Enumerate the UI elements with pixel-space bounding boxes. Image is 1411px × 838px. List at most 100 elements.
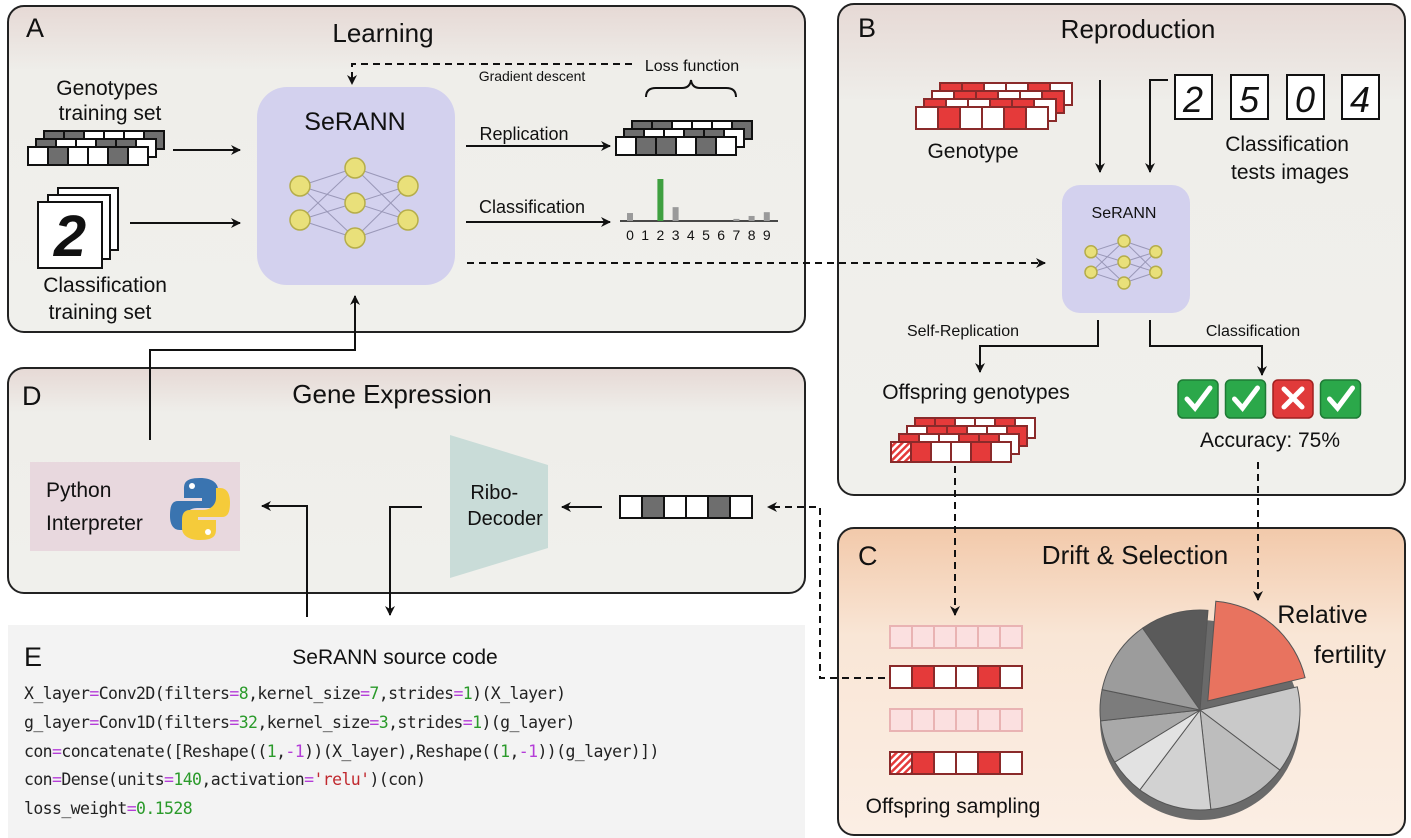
class-digit-label: 9 (763, 227, 771, 243)
loss-function-label: Loss function (645, 58, 739, 75)
code-token: g_layer (24, 712, 90, 732)
check-icon (1177, 379, 1219, 419)
input-genotype (619, 495, 753, 519)
panel-b-letter: B (858, 13, 876, 43)
gene-cell (959, 106, 983, 130)
code-token: ))(X_layer),Reshape(( (304, 741, 501, 761)
code-token: -1 (285, 741, 305, 761)
pie-slice (1199, 708, 1281, 810)
neuron-node (1149, 245, 1163, 259)
source-code-block: X_layer=Conv2D(filters=8,kernel_size=7,s… (24, 680, 659, 824)
code-token: = (304, 770, 314, 790)
arrow-self-replication (975, 320, 1099, 373)
code-token: loss_weight (24, 799, 127, 819)
class-score-bar (657, 179, 664, 221)
gene-cell (955, 708, 979, 732)
gene-cell (655, 136, 677, 156)
loss-brace (645, 79, 737, 98)
gene-cell (915, 106, 939, 130)
code-line: g_layer=Conv1D(filters=32,kernel_size=3,… (24, 709, 659, 738)
code-token: 32 (238, 712, 258, 732)
class-score-bar (672, 207, 679, 221)
gene-cell (977, 665, 1001, 689)
test-digit: 5 (1239, 79, 1260, 120)
class-score-bar (763, 212, 770, 221)
gene-cell (729, 495, 753, 519)
serann-small-title: SeRANN (1092, 205, 1157, 222)
neuron-node (289, 209, 311, 231)
offspring-genotypes-label: Offspring genotypes (882, 381, 1070, 404)
gene-cell (970, 441, 992, 463)
gene-cell (685, 495, 709, 519)
code-token: 140 (173, 770, 202, 790)
gene-cell (87, 146, 109, 166)
code-token: ,kernel_size (248, 684, 361, 703)
class-digit-label: 0 (626, 227, 634, 243)
gene-cell (911, 625, 935, 649)
test-digit: 0 (1295, 79, 1315, 120)
gene-cell (990, 441, 1012, 463)
offspring-sampling-rows (889, 625, 1023, 775)
accuracy-label: Accuracy: 75% (1200, 429, 1340, 452)
arrow-tests-to-serann (1145, 79, 1168, 173)
code-token: 1 (266, 741, 277, 761)
code-token: , (276, 741, 286, 761)
class-digit-label: 2 (657, 227, 665, 243)
panel-d-letter: D (22, 381, 42, 411)
gene-cell (663, 495, 687, 519)
classification-tests-label: Classification tests images (1225, 133, 1355, 184)
gene-cell (999, 665, 1023, 689)
python-interpreter-label: Python Interpreter (46, 479, 143, 535)
panel-b-title: Reproduction (1061, 14, 1216, 44)
code-token: = (229, 684, 239, 703)
gene-cell (933, 708, 957, 732)
code-token: Conv1D(filters (98, 712, 230, 732)
gene-cell (635, 136, 657, 156)
ribo-decoder-shape (450, 435, 548, 578)
check-icon (1319, 379, 1362, 419)
gene-cell (911, 665, 935, 689)
gradient-descent-label: Gradient descent (479, 68, 586, 84)
code-token: 7 (369, 684, 379, 703)
gene-cell (999, 625, 1023, 649)
serann-network-box (257, 87, 455, 285)
test-digit: 4 (1350, 79, 1370, 120)
test-image (1286, 74, 1325, 120)
neuron-node (1084, 265, 1098, 279)
code-token: )(X_layer) (472, 684, 566, 703)
gene-cell (1003, 106, 1027, 130)
code-token: concatenate([Reshape(( (61, 741, 267, 761)
code-token: = (89, 712, 99, 732)
code-token: = (360, 684, 370, 703)
panel-e-letter: E (24, 642, 42, 672)
code-token: X_layer (24, 684, 90, 703)
code-token: = (453, 684, 463, 703)
class-digit-label: 3 (672, 227, 680, 243)
code-token: = (89, 684, 99, 703)
code-line: X_layer=Conv2D(filters=8,kernel_size=7,s… (24, 680, 659, 709)
code-line: con=Dense(units=140,activation='relu')(c… (24, 766, 659, 795)
panel-a-title: Learning (332, 18, 433, 48)
gene-cell (977, 751, 1001, 775)
arrow-classification-b (1149, 320, 1267, 376)
self-replication-label: Self-Replication (907, 323, 1019, 340)
gene-cell (890, 441, 912, 463)
replication-label: Replication (479, 124, 568, 144)
code-token: Dense(units (61, 770, 165, 790)
gene-cell (977, 625, 1001, 649)
classification-training-label: Classification training set (43, 274, 173, 324)
code-token: ,strides (388, 712, 463, 732)
code-token: )(g_layer) (481, 712, 575, 732)
class-digit-label: 5 (702, 227, 710, 243)
dashed-arrow-sample-to-expression (767, 502, 885, 679)
code-token: = (229, 712, 239, 732)
neuron-node (344, 227, 366, 249)
pie-slice (1141, 609, 1209, 712)
arrow-decoder-to-code (385, 506, 422, 616)
class-digit-label: 6 (717, 227, 725, 243)
code-token: = (126, 799, 137, 819)
gene-cell (889, 665, 913, 689)
relative-fertility-label: Relative fertility (1277, 601, 1386, 669)
test-image (1174, 74, 1213, 120)
